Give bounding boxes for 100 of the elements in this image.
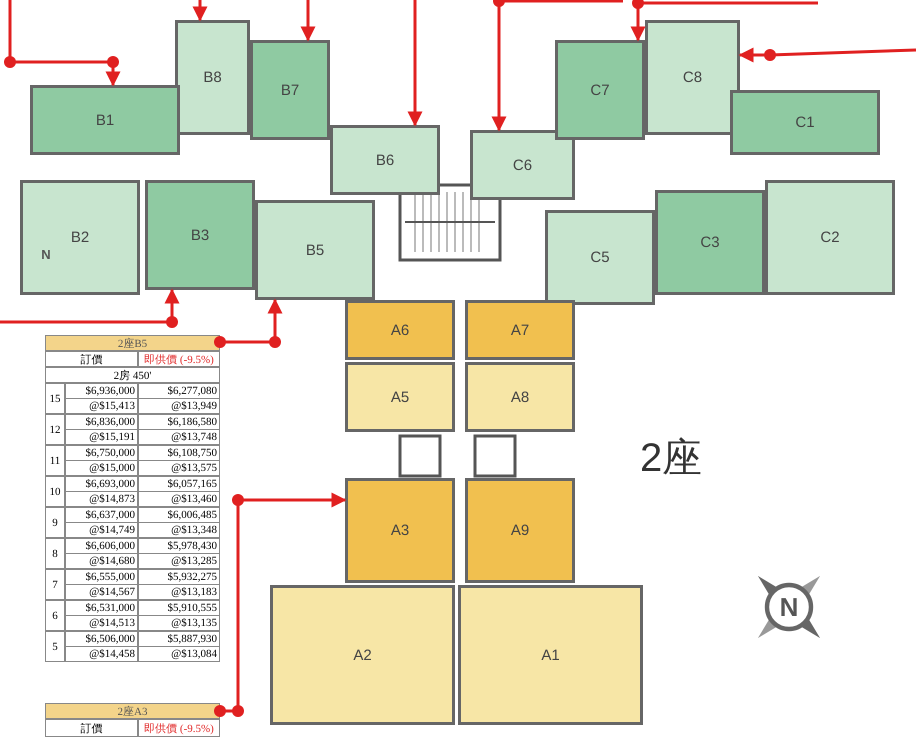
table-cell: $6,750,000 xyxy=(65,445,138,461)
table-cell: $5,910,555 xyxy=(138,600,220,616)
flat-unit-plan xyxy=(730,90,880,155)
table-cell: $6,006,485 xyxy=(138,507,220,523)
flat-unit-plan xyxy=(175,20,250,135)
unit-label: B8 xyxy=(203,69,222,86)
leader-line xyxy=(492,0,623,132)
flat-unit-plan xyxy=(655,190,765,295)
table-cell: 2房 450' xyxy=(45,367,220,383)
table-cell: $6,057,165 xyxy=(138,476,220,492)
unit-label: C6 xyxy=(512,156,532,174)
table-cell: 8 xyxy=(45,538,65,569)
unit-label: B6 xyxy=(376,152,394,168)
unit-label: B1 xyxy=(96,112,114,128)
table-cell: @$13,748 xyxy=(138,429,220,445)
table-cell: 即供價 (-9.5%) xyxy=(138,719,220,737)
flat-unit-plan xyxy=(270,585,455,725)
table-cell: $6,836,000 xyxy=(65,414,138,430)
unit-label: B3 xyxy=(190,226,210,244)
table-cell: 12 xyxy=(45,414,65,445)
table-title: 2座B5 xyxy=(118,336,148,350)
table-cell: @$13,135 xyxy=(138,615,220,631)
table-cell: $6,693,000 xyxy=(65,476,138,492)
flat-unit-plan xyxy=(345,362,455,432)
table-cell: @$14,513 xyxy=(65,615,138,631)
unit-label: C5 xyxy=(590,249,610,266)
unit-label: C8 xyxy=(682,69,702,86)
leader-line xyxy=(300,0,316,42)
flat-unit-plan xyxy=(145,180,255,290)
table-cell: 15 xyxy=(45,383,65,414)
flat-unit-plan xyxy=(255,200,375,300)
table-cell: @$13,084 xyxy=(138,646,220,662)
table-cell: $6,108,750 xyxy=(138,445,220,461)
flat-unit-plan xyxy=(465,362,575,432)
flat-unit-plan xyxy=(30,85,180,155)
unit-label: A3 xyxy=(390,522,410,539)
table-cell: $6,277,080 xyxy=(138,383,220,399)
table-cell: $6,936,000 xyxy=(65,383,138,399)
leader-line xyxy=(630,0,818,42)
table-cell: 7 xyxy=(45,569,65,600)
unit-label: A8 xyxy=(510,388,530,406)
table-cell: @$14,458 xyxy=(65,646,138,662)
table-cell: 訂價 xyxy=(45,351,138,367)
table-cell: @$13,285 xyxy=(138,553,220,569)
leader-line xyxy=(214,492,346,717)
flat-unit-plan xyxy=(555,40,645,140)
table-cell: @$15,413 xyxy=(65,398,138,414)
table-cell: $6,506,000 xyxy=(65,631,138,647)
table-cell: $5,887,930 xyxy=(138,631,220,647)
flat-unit-plan xyxy=(765,180,895,295)
table-cell: $6,531,000 xyxy=(65,600,138,616)
table-cell: 10 xyxy=(45,476,65,507)
unit-label: A7 xyxy=(510,322,530,338)
flat-unit-plan xyxy=(465,478,575,583)
table-cell: @$15,000 xyxy=(65,460,138,476)
block-title: 2座 xyxy=(640,435,702,482)
north-label: N xyxy=(778,592,800,622)
leader-line xyxy=(192,0,208,22)
table-cell: 即供價 (-9.5%) xyxy=(138,351,220,367)
table-cell: $6,186,580 xyxy=(138,414,220,430)
flat-unit-plan xyxy=(470,130,575,200)
leader-line xyxy=(408,0,422,126)
unit-label: C2 xyxy=(820,229,840,246)
flat-unit-plan xyxy=(345,478,455,583)
table-cell: @$13,460 xyxy=(138,491,220,507)
table-cell: @$14,680 xyxy=(65,553,138,569)
table-cell: 11 xyxy=(45,445,65,476)
flat-unit-plan xyxy=(458,585,643,725)
unit-label: A1 xyxy=(541,646,560,664)
unit-label: A5 xyxy=(390,388,410,406)
unit-label: B7 xyxy=(280,82,300,98)
table-cell: 5 xyxy=(45,631,65,662)
table-cell: 9 xyxy=(45,507,65,538)
table-cell: $6,606,000 xyxy=(65,538,138,554)
unit-label: C3 xyxy=(700,234,720,251)
unit-label: A6 xyxy=(390,322,410,338)
flat-unit-plan xyxy=(345,300,455,360)
table-cell: @$14,567 xyxy=(65,584,138,600)
leader-line xyxy=(4,0,120,86)
table-title-bar xyxy=(45,335,220,351)
table-cell: $6,637,000 xyxy=(65,507,138,523)
north-label: N xyxy=(40,246,52,264)
leader-line xyxy=(0,288,180,328)
table-cell: @$15,191 xyxy=(65,429,138,445)
unit-label: A2 xyxy=(353,646,372,664)
table-cell: $5,932,275 xyxy=(138,569,220,585)
table-cell: 訂價 xyxy=(45,719,138,737)
table-cell: @$13,575 xyxy=(138,460,220,476)
unit-label: C7 xyxy=(590,82,610,98)
table-title: 2座A3 xyxy=(118,704,148,718)
flat-unit-plan xyxy=(545,210,655,305)
unit-label: B2 xyxy=(70,229,90,246)
table-cell: @$13,183 xyxy=(138,584,220,600)
flat-unit-plan xyxy=(465,300,575,360)
table-cell: 6 xyxy=(45,600,65,631)
table-cell: @$14,873 xyxy=(65,491,138,507)
table-cell: $5,978,430 xyxy=(138,538,220,554)
unit-label: B5 xyxy=(306,242,324,258)
unit-label: C1 xyxy=(795,114,815,131)
unit-label: A9 xyxy=(510,522,530,539)
